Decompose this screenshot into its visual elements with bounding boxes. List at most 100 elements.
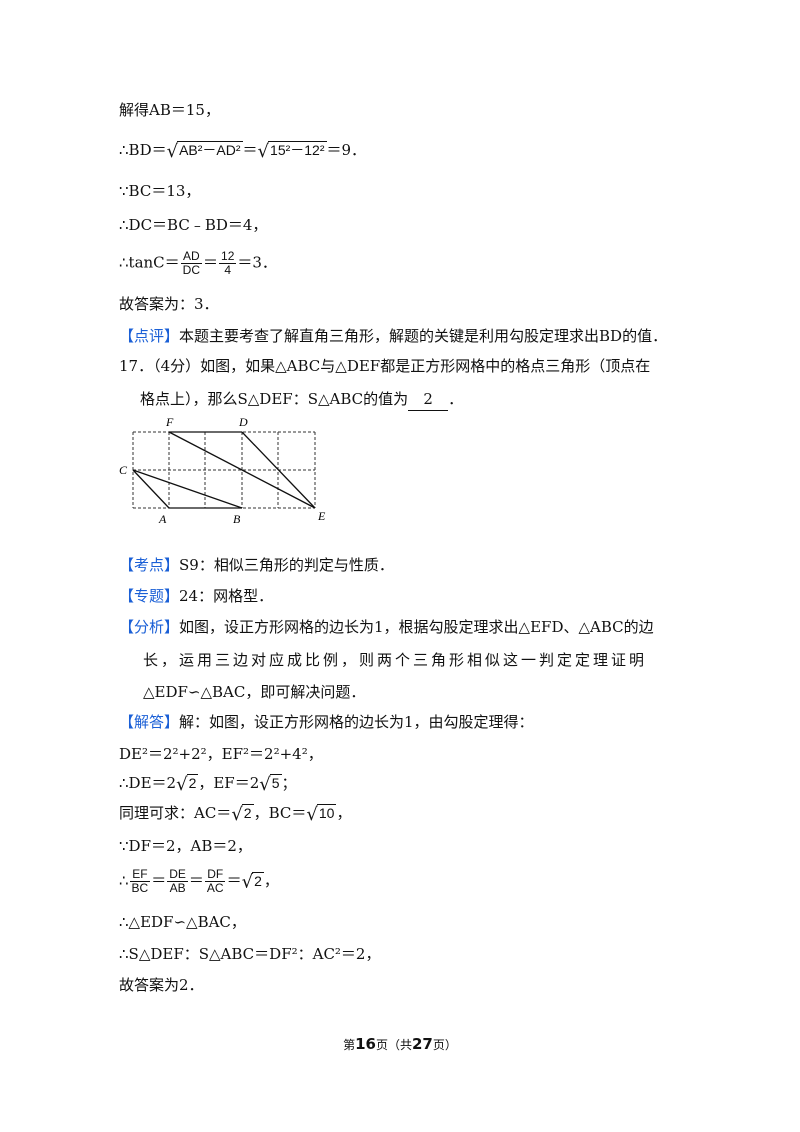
- solution-line-2: ∴DE＝2√2，EF＝2√5；: [119, 772, 297, 796]
- s5-eq: ＝: [151, 871, 167, 890]
- sqrt-5: 5: [269, 774, 282, 791]
- question-17-text: 格点上），那么S△DEF：S△ABC的值为: [140, 390, 409, 408]
- radical-icon: √: [306, 804, 318, 825]
- frac-den: BC: [131, 881, 149, 895]
- fenxi-tag: 【分析】: [119, 618, 180, 636]
- comment-line: 【点评】本题主要考查了解直角三角形，解题的关键是利用勾股定理求出BD的值．: [119, 325, 667, 347]
- label-a: A: [158, 512, 167, 526]
- footer-pre: 第: [343, 1038, 356, 1052]
- bd-result: ＝9．: [326, 141, 367, 159]
- kaodian-text: S9：相似三角形的判定与性质．: [179, 556, 394, 574]
- radical-icon: √: [231, 804, 243, 825]
- frac-num: DE: [167, 867, 188, 882]
- footer-post: 页）: [432, 1038, 457, 1052]
- label-f: F: [165, 415, 174, 429]
- fenxi-text-1: 如图，设正方形网格的边长为1，根据勾股定理求出△EFD、△ABC的边: [179, 618, 654, 636]
- tanc-prefix: ∴tanC＝: [119, 253, 180, 272]
- radical-icon: √: [257, 141, 270, 162]
- question-17-end: ．: [448, 390, 464, 408]
- s5-eq: ＝: [188, 871, 204, 890]
- frac-num: EF: [130, 867, 150, 882]
- radical-icon: √: [259, 774, 271, 795]
- solution-line-1: DE²＝2²+2²，EF²＝2²+4²，: [119, 745, 323, 763]
- bd-prefix: ∴BD＝: [119, 141, 167, 159]
- solution-line-8: 故答案为2．: [119, 976, 204, 994]
- frac-den: 4: [224, 263, 232, 277]
- label-c: C: [119, 463, 128, 477]
- s2-b: ，EF＝2: [198, 774, 260, 792]
- jieda-tag: 【解答】: [119, 713, 180, 731]
- sqrt-15-12: 15²－12²: [268, 141, 327, 158]
- solution-line-7: ∴S△DEF：S△ABC＝DF²：AC²＝2，: [119, 945, 381, 963]
- segment-ca: [132, 469, 170, 509]
- zhuanti-line: 【专题】24：网格型．: [119, 585, 273, 607]
- frac-num: AD: [180, 249, 202, 264]
- solution-line-4: ∵DF＝2，AB＝2，: [119, 837, 252, 855]
- segment-de: [241, 431, 316, 509]
- sqrt-10: 10: [316, 804, 337, 821]
- radical-icon: √: [176, 774, 188, 795]
- jieda-text: 解：如图，设正方形网格的边长为1，由勾股定理得：: [179, 713, 534, 731]
- s2-a: ∴DE＝2: [119, 774, 177, 792]
- line-answer-3: 故答案为：3．: [119, 295, 219, 313]
- frac-den: DC: [182, 263, 200, 277]
- grid-lines: [132, 431, 316, 509]
- page-number: 16: [355, 1035, 376, 1053]
- sqrt-ab-ad: AB²－AD²: [177, 141, 243, 158]
- solution-line-3: 同理可求：AC＝√2，BC＝√10，: [119, 802, 351, 826]
- comment-text: 本题主要考查了解直角三角形，解题的关键是利用勾股定理求出BD的值．: [179, 327, 668, 345]
- s5-eq: ＝: [226, 871, 242, 890]
- line-solve-ab: 解得AB＝15，: [119, 101, 220, 119]
- label-e: E: [317, 509, 326, 523]
- segment-cb: [132, 469, 243, 509]
- s3-c: ，: [336, 804, 352, 822]
- kaodian-tag: 【考点】: [119, 556, 180, 574]
- page-total: 27: [412, 1035, 433, 1053]
- fenxi-line-1: 【分析】如图，设正方形网格的边长为1，根据勾股定理求出△EFD、△ABC的边: [119, 616, 654, 638]
- frac-den: AB: [169, 881, 186, 895]
- line-dc: ∴DC＝BC﹣BD＝4，: [119, 216, 268, 234]
- footer-mid: 页（共: [375, 1038, 412, 1052]
- jieda-line: 【解答】解：如图，设正方形网格的边长为1，由勾股定理得：: [119, 711, 534, 733]
- frac-num: 12: [219, 249, 237, 264]
- page-footer: 第16页（共27页）: [0, 1035, 800, 1053]
- frac-den: AC: [206, 881, 224, 895]
- label-b: B: [233, 512, 241, 526]
- answer-blank: 2: [408, 388, 449, 411]
- grid-figure: F D C A B E: [119, 415, 326, 526]
- s3-b: ，BC＝: [253, 804, 307, 822]
- tanc-result: ＝3．: [237, 253, 277, 272]
- s5-end: ，: [263, 871, 279, 890]
- line-bd-formula: ∴BD＝√AB²－AD²＝√15²－12²＝9．: [119, 139, 366, 163]
- frac-num: DF: [205, 867, 226, 882]
- question-17-head: 17．（4分）如图，如果△ABC与△DEF都是正方形网格中的格点三角形（顶点在: [119, 357, 651, 375]
- label-d: D: [238, 415, 248, 429]
- s2-c: ；: [281, 774, 297, 792]
- tanc-eq: ＝: [203, 253, 219, 272]
- sqrt-2: 2: [252, 871, 264, 889]
- sqrt-2: 2: [186, 774, 199, 791]
- s3-a: 同理可求：AC＝: [119, 804, 232, 822]
- zhuanti-tag: 【专题】: [119, 587, 180, 605]
- line-bc: ∵BC＝13，: [119, 182, 201, 200]
- radical-icon: √: [241, 871, 254, 893]
- radical-icon: √: [166, 141, 179, 162]
- comment-tag: 【点评】: [119, 327, 180, 345]
- s5-prefix: ∴: [119, 871, 129, 890]
- segment-fe: [168, 431, 316, 509]
- kaodian-line: 【考点】S9：相似三角形的判定与性质．: [119, 554, 394, 576]
- fenxi-line-2: 长，运用三边对应成比例，则两个三角形相似这一判定定理证明: [143, 651, 648, 669]
- bd-eq: ＝: [242, 141, 258, 159]
- fenxi-line-3: △EDF∽△BAC，即可解决问题．: [143, 683, 366, 701]
- solution-line-6: ∴△EDF∽△BAC，: [119, 913, 246, 931]
- zhuanti-text: 24：网格型．: [179, 587, 274, 605]
- sqrt-2: 2: [241, 804, 254, 821]
